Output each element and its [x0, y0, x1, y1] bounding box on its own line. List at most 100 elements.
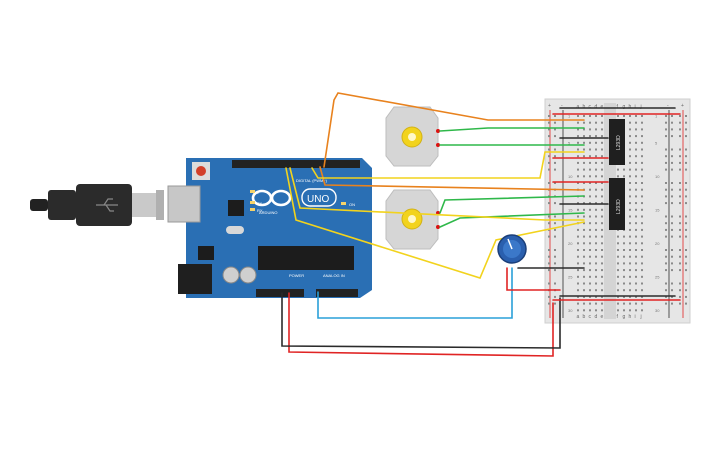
breadboard-hole[interactable]	[629, 309, 631, 312]
breadboard-hole[interactable]	[623, 249, 625, 251]
rail-hole[interactable]	[671, 222, 673, 225]
breadboard-hole[interactable]	[601, 242, 603, 245]
breadboard-hole[interactable]	[601, 235, 603, 238]
breadboard-hole[interactable]	[641, 269, 643, 272]
breadboard-hole[interactable]	[589, 128, 591, 131]
breadboard-hole[interactable]	[617, 255, 619, 258]
breadboard-hole[interactable]	[623, 242, 625, 245]
breadboard-hole[interactable]	[635, 128, 637, 131]
rail-hole[interactable]	[679, 195, 681, 198]
rail-hole[interactable]	[665, 161, 667, 164]
breadboard-hole[interactable]	[641, 242, 643, 245]
rail-hole[interactable]	[671, 155, 673, 158]
rail-hole[interactable]	[554, 168, 556, 171]
rail-hole[interactable]	[685, 168, 687, 171]
rail-hole[interactable]	[665, 269, 667, 272]
breadboard-hole[interactable]	[601, 255, 603, 258]
potentiometer[interactable]	[497, 234, 527, 264]
breadboard-hole[interactable]	[589, 215, 591, 218]
breadboard-hole[interactable]	[583, 208, 585, 211]
breadboard-hole[interactable]	[641, 128, 643, 131]
breadboard-hole[interactable]	[635, 202, 637, 205]
rail-hole[interactable]	[679, 235, 681, 238]
rail-hole[interactable]	[685, 249, 687, 251]
breadboard-hole[interactable]	[601, 128, 603, 131]
rail-hole[interactable]	[554, 148, 556, 151]
rail-hole[interactable]	[671, 128, 673, 131]
breadboard-hole[interactable]	[635, 168, 637, 171]
breadboard-hole[interactable]	[617, 275, 619, 278]
rail-hole[interactable]	[665, 282, 667, 285]
breadboard-hole[interactable]	[629, 135, 631, 138]
breadboard-hole[interactable]	[595, 135, 597, 138]
breadboard-hole[interactable]	[589, 195, 591, 198]
breadboard-hole[interactable]	[635, 135, 637, 138]
breadboard-hole[interactable]	[595, 148, 597, 151]
breadboard-hole[interactable]	[641, 115, 643, 117]
rail-hole[interactable]	[685, 215, 687, 218]
breadboard-hole[interactable]	[595, 262, 597, 265]
rail-hole[interactable]	[548, 302, 550, 305]
rail-hole[interactable]	[671, 135, 673, 138]
breadboard-hole[interactable]	[601, 302, 603, 305]
breadboard-hole[interactable]	[577, 289, 579, 292]
breadboard-hole[interactable]	[577, 168, 579, 171]
breadboard-hole[interactable]	[629, 182, 631, 184]
breadboard-hole[interactable]	[583, 168, 585, 171]
breadboard-hole[interactable]	[629, 175, 631, 178]
breadboard-hole[interactable]	[595, 128, 597, 131]
reset-button-cap[interactable]	[196, 166, 206, 176]
breadboard-hole[interactable]	[583, 269, 585, 272]
rail-hole[interactable]	[665, 121, 667, 124]
breadboard-hole[interactable]	[595, 275, 597, 278]
rail-hole[interactable]	[679, 269, 681, 272]
rail-hole[interactable]	[685, 115, 687, 117]
breadboard-hole[interactable]	[601, 121, 603, 124]
breadboard-hole[interactable]	[635, 121, 637, 124]
rail-hole[interactable]	[685, 202, 687, 205]
rail-hole[interactable]	[679, 262, 681, 265]
rail-hole[interactable]	[671, 235, 673, 238]
rail-hole[interactable]	[554, 302, 556, 305]
rail-hole[interactable]	[548, 155, 550, 158]
breadboard-hole[interactable]	[595, 249, 597, 251]
breadboard-hole[interactable]	[589, 182, 591, 184]
breadboard-hole[interactable]	[617, 295, 619, 298]
breadboard-hole[interactable]	[635, 215, 637, 218]
rail-hole[interactable]	[671, 249, 673, 251]
breadboard-hole[interactable]	[577, 141, 579, 144]
rail-hole[interactable]	[685, 282, 687, 285]
rail-hole[interactable]	[679, 302, 681, 305]
breadboard-hole[interactable]	[583, 161, 585, 164]
breadboard-hole[interactable]	[589, 175, 591, 178]
rail-hole[interactable]	[665, 295, 667, 298]
breadboard-hole[interactable]	[601, 182, 603, 184]
rail-hole[interactable]	[685, 188, 687, 191]
rail-hole[interactable]	[548, 202, 550, 205]
breadboard-hole[interactable]	[635, 148, 637, 151]
rail-hole[interactable]	[671, 161, 673, 164]
breadboard-hole[interactable]	[577, 128, 579, 131]
breadboard-hole[interactable]	[641, 188, 643, 191]
breadboard-hole[interactable]	[629, 141, 631, 144]
rail-hole[interactable]	[671, 168, 673, 171]
breadboard-hole[interactable]	[589, 161, 591, 164]
rail-hole[interactable]	[665, 182, 667, 184]
breadboard-hole[interactable]	[577, 275, 579, 278]
breadboard-hole[interactable]	[601, 135, 603, 138]
rail-hole[interactable]	[679, 148, 681, 151]
breadboard-hole[interactable]	[577, 255, 579, 258]
breadboard-hole[interactable]	[595, 309, 597, 312]
breadboard-hole[interactable]	[629, 148, 631, 151]
breadboard-hole[interactable]	[583, 202, 585, 205]
breadboard-hole[interactable]	[583, 295, 585, 298]
breadboard-hole[interactable]	[577, 135, 579, 138]
breadboard-hole[interactable]	[595, 215, 597, 218]
rail-hole[interactable]	[665, 202, 667, 205]
breadboard-hole[interactable]	[629, 155, 631, 158]
breadboard-hole[interactable]	[595, 161, 597, 164]
rail-hole[interactable]	[679, 121, 681, 124]
rail-hole[interactable]	[548, 269, 550, 272]
breadboard-hole[interactable]	[583, 141, 585, 144]
rail-hole[interactable]	[554, 222, 556, 225]
